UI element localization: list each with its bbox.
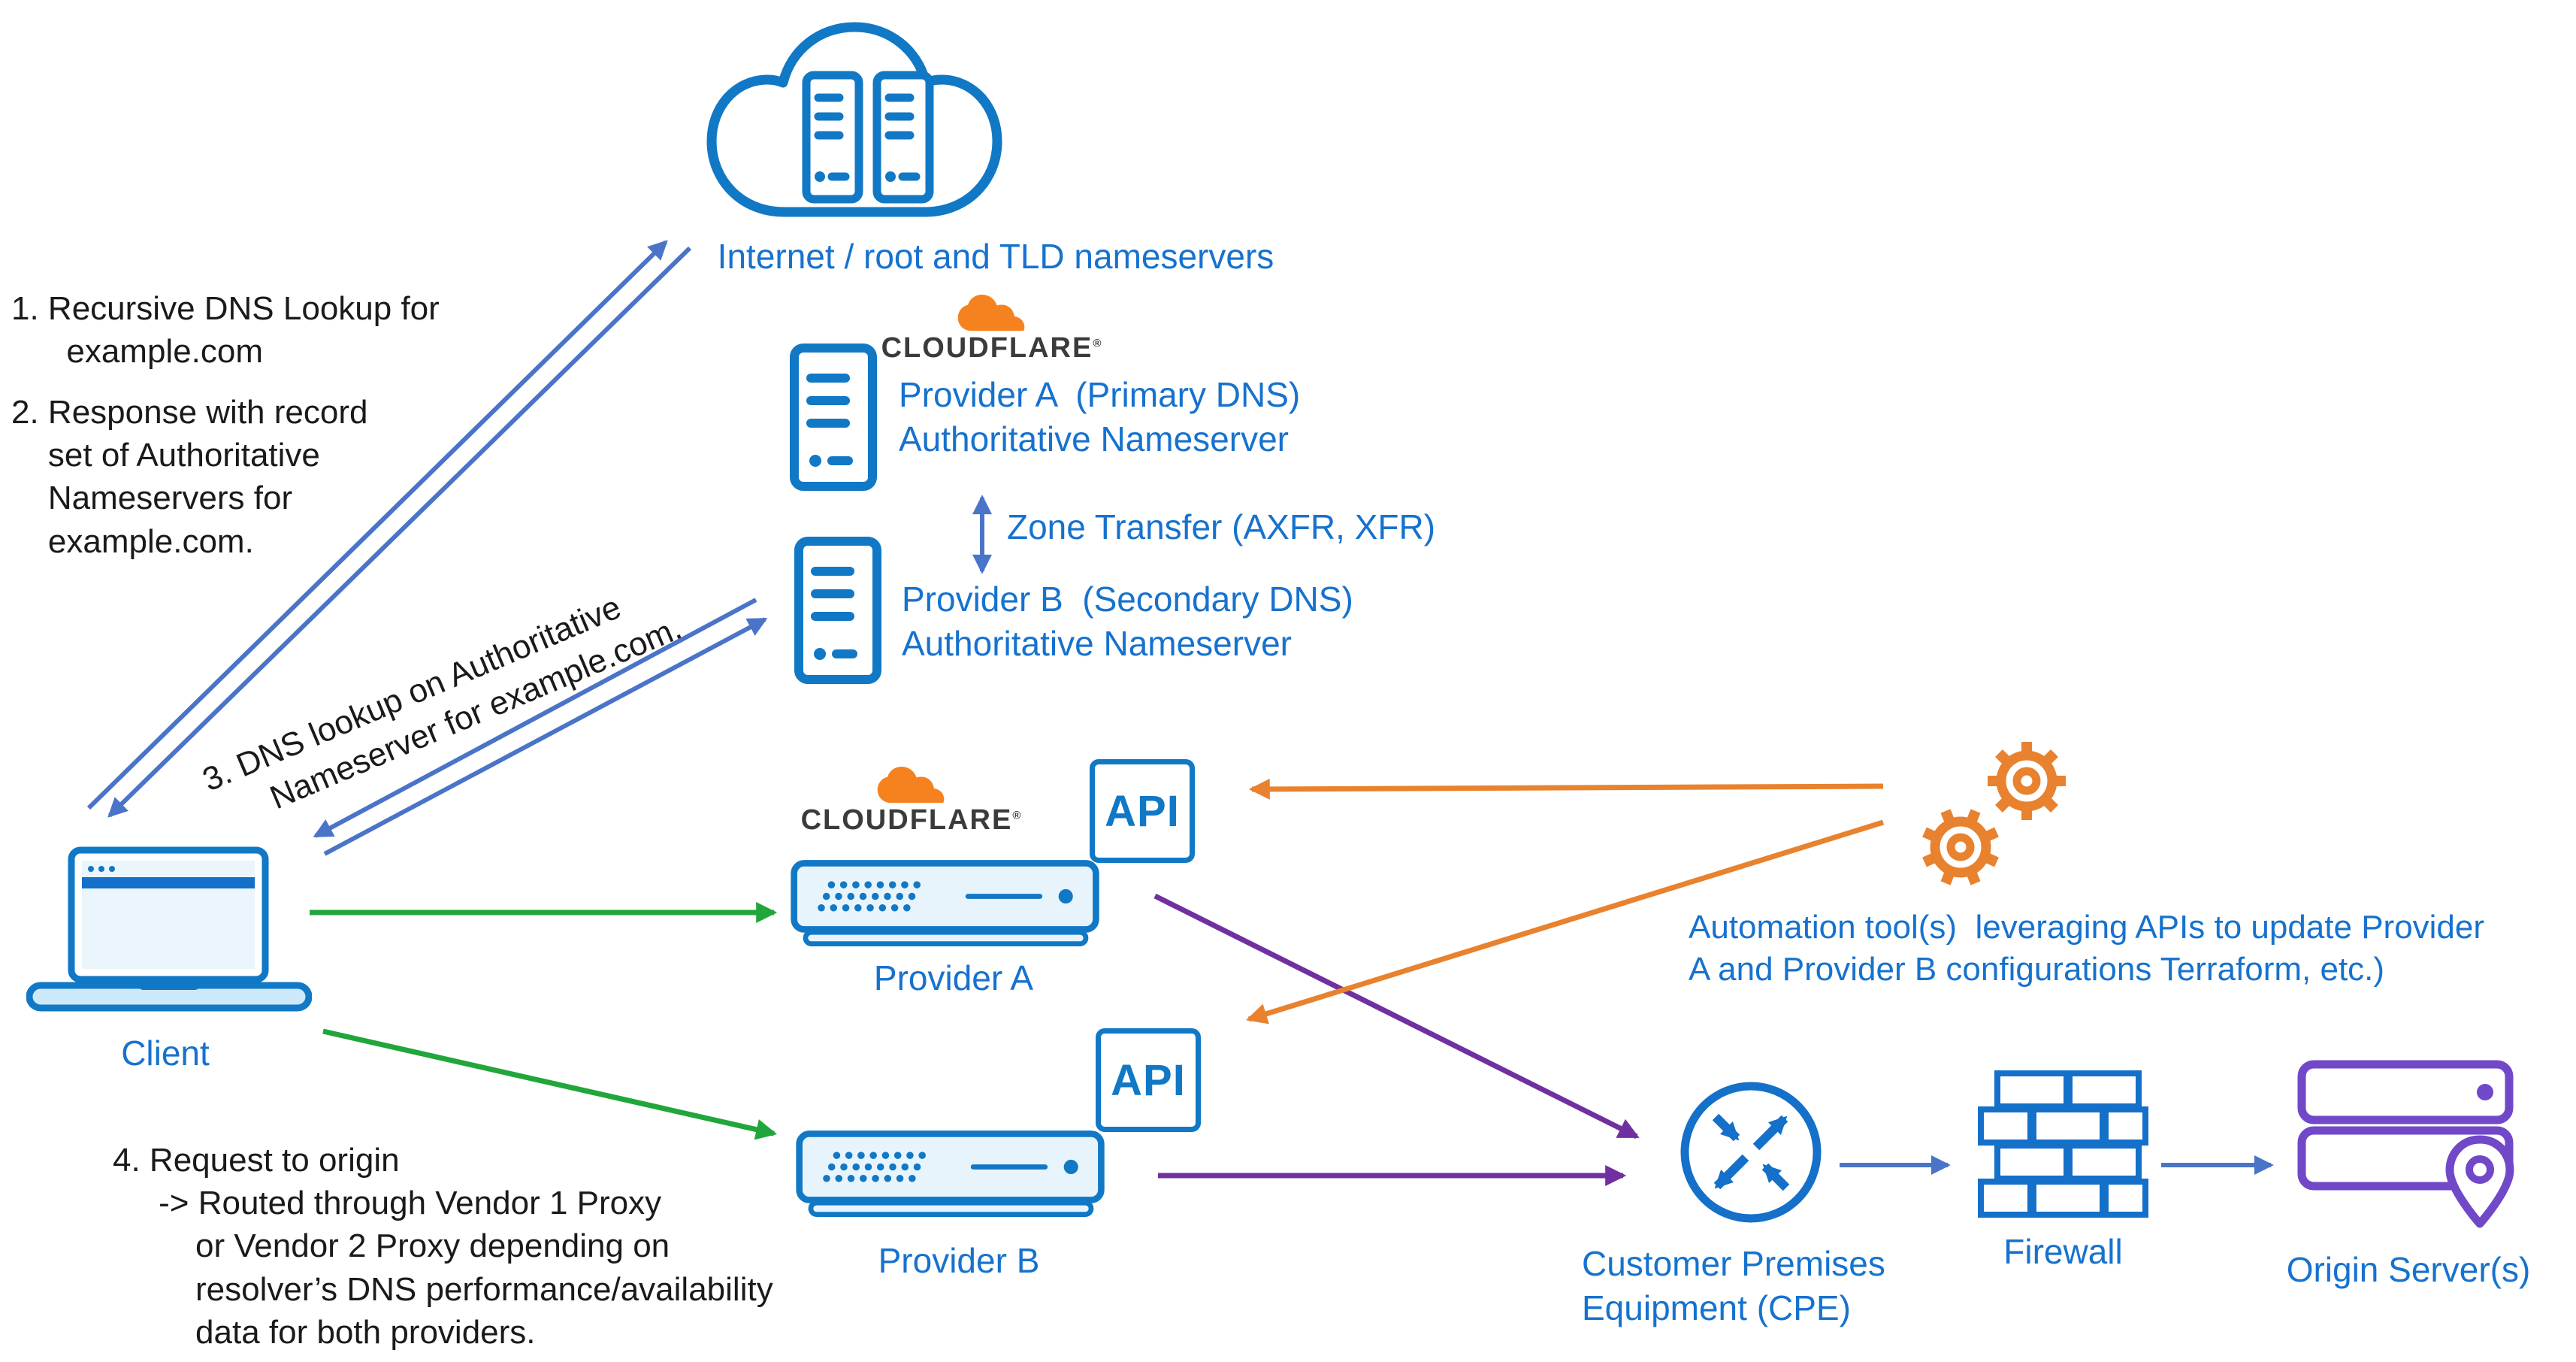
cpe-router-icon xyxy=(1680,1082,1822,1223)
location-pin-icon xyxy=(2445,1135,2514,1228)
origin-label: Origin Server(s) xyxy=(2286,1250,2531,1289)
server-icon-provider-a-nameserver xyxy=(790,344,877,491)
annotation-step-3: 3. DNS lookup on Authoritative Nameserve… xyxy=(197,589,688,839)
cloudflare-logo-proxy: CLOUDFLARE® xyxy=(800,767,1023,836)
cpe-label: Customer Premises Equipment (CPE) xyxy=(1582,1244,1885,1327)
firewall-icon xyxy=(1978,1070,2148,1218)
annotation-step-2: 2. Response with record set of Authorita… xyxy=(11,394,368,560)
internet-cloud-icon xyxy=(706,22,1002,217)
gear-small xyxy=(1922,809,1999,885)
provider-b-proxy-label: Provider B xyxy=(878,1241,1040,1280)
annotation-step-1: 1. Recursive DNS Lookup for example.com xyxy=(11,290,440,371)
api-badge-provider-a: API xyxy=(1090,759,1195,863)
root-nameserver-icon xyxy=(802,71,863,204)
gears-icon xyxy=(1922,742,2066,885)
annotation-step-4: 4. Request to origin -> Routed through V… xyxy=(113,1142,773,1351)
zone-transfer-label: Zone Transfer (AXFR, XFR) xyxy=(1007,507,1436,546)
server-icon-provider-b-nameserver xyxy=(794,537,881,684)
cloudflare-wordmark: CLOUDFLARE® xyxy=(881,332,1103,364)
api-badge-provider-b: API xyxy=(1096,1028,1201,1132)
gear-large xyxy=(1988,742,2066,820)
origin-servers-icon xyxy=(2297,1060,2514,1228)
cloudflare-logo: CLOUDFLARE® xyxy=(881,295,1103,364)
proxy-appliance-provider-b xyxy=(796,1130,1105,1217)
arrow-provider-a-to-cpe xyxy=(1153,893,1640,1140)
provider-b-nameserver-label: Provider B (Secondary DNS) Authoritative… xyxy=(902,580,1353,663)
proxy-appliance-provider-a xyxy=(791,860,1099,946)
proxy-dot-matrix xyxy=(818,881,921,912)
provider-a-proxy-label: Provider A xyxy=(873,958,1034,997)
client-label: Client xyxy=(121,1034,210,1073)
firewall-label: Firewall xyxy=(2003,1232,2123,1271)
automation-label: Automation tool(s) leveraging APIs to up… xyxy=(1689,909,2485,988)
internet-label: Internet / root and TLD nameservers xyxy=(717,237,1274,276)
cloudflare-cloud-icon xyxy=(877,767,945,804)
provider-a-nameserver-label: Provider A (Primary DNS) Authoritative N… xyxy=(899,375,1301,459)
cloudflare-cloud-icon xyxy=(957,295,1025,331)
arrow-client-to-provider-b-proxy xyxy=(322,1028,778,1140)
arrow-automation-to-api-a xyxy=(1248,778,1884,800)
laptop-icon xyxy=(26,846,312,1012)
cloudflare-wordmark: CLOUDFLARE® xyxy=(800,804,1023,836)
proxy-dot-matrix xyxy=(823,1152,926,1182)
tld-nameserver-icon xyxy=(872,71,934,204)
